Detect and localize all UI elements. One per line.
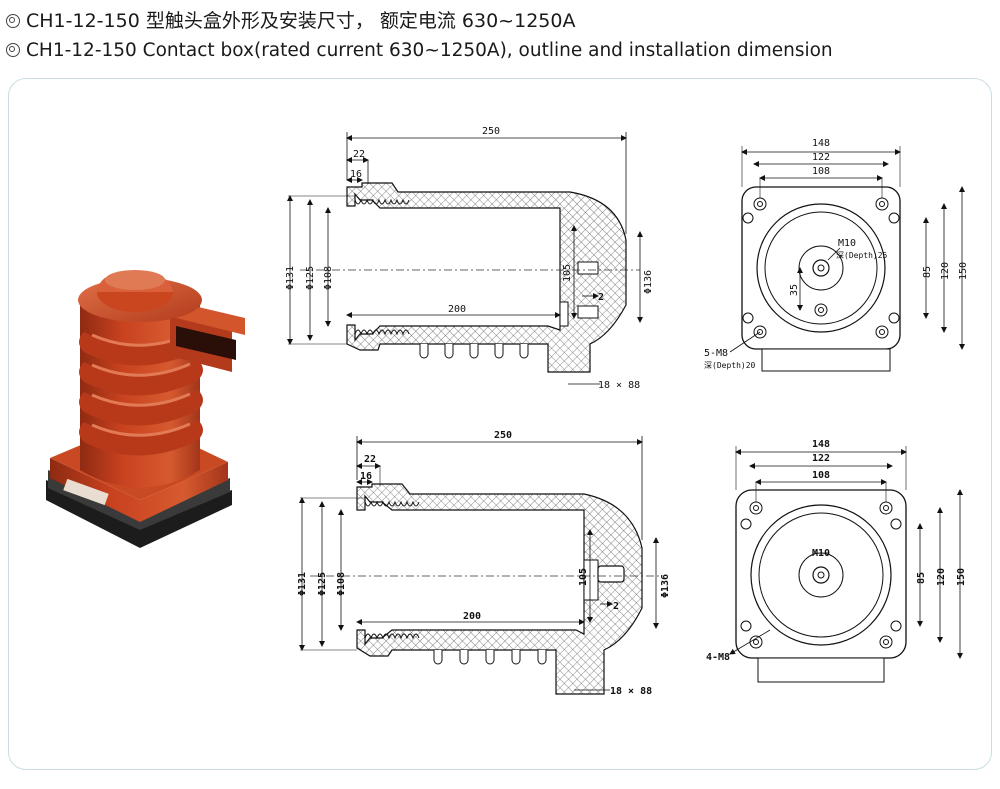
title-cn-text: CH1-12-150 型触头盒外形及安装尺寸， 额定电流 630~1250A [26, 10, 576, 32]
dim-phi125: Φ125 [305, 266, 316, 290]
dim-length-b: 250 [494, 430, 512, 441]
dim-w148: 148 [812, 138, 830, 149]
dim-slot-b: 18 × 88 [610, 686, 652, 697]
dim-slot: 18 × 88 [598, 380, 640, 391]
dim-gap-2-b: 2 [613, 601, 619, 612]
front-view-top: 148 122 108 M10 深(Depth)25 35 85 120 150… [704, 138, 969, 372]
dim-105: 105 [562, 264, 573, 282]
label-holes: 5-M8 [704, 348, 728, 359]
side-view-top: 250 22 16 Φ131 Φ125 Φ108 200 105 Φ136 2 … [285, 126, 654, 391]
dim-w108-b: 108 [812, 470, 830, 481]
page-title-cn: CH1-12-150 型触头盒外形及安装尺寸， 额定电流 630~1250A [6, 10, 575, 32]
front-view-bottom: 148 122 108 M10 85 120 150 4-M8 [706, 439, 967, 683]
label-holes-depth: 深(Depth)20 [704, 361, 756, 370]
side-view-bottom: 250 22 16 Φ131 Φ125 Φ108 200 105 Φ136 2 … [297, 430, 671, 697]
double-circle-bullet-icon [6, 14, 20, 28]
dim-h150-b: 150 [956, 568, 967, 586]
product-photo [46, 270, 245, 548]
label-m10-b: M10 [812, 548, 830, 559]
dim-200-b: 200 [463, 611, 481, 622]
dim-22: 22 [353, 149, 365, 160]
label-m10-depth: 深(Depth)25 [836, 251, 888, 260]
dim-w148-b: 148 [812, 439, 830, 450]
page-title-en: CH1-12-150 Contact box(rated current 630… [6, 40, 833, 62]
double-circle-bullet-icon [6, 43, 20, 57]
dim-16-b: 16 [360, 471, 372, 482]
dim-phi136: Φ136 [643, 270, 654, 294]
dim-phi136-b: Φ136 [660, 574, 671, 598]
dim-gap-2: 2 [598, 292, 604, 303]
dim-w122-b: 122 [812, 453, 830, 464]
dim-h120-b: 120 [936, 568, 947, 586]
dim-35: 35 [789, 284, 800, 296]
dim-phi108: Φ108 [323, 266, 334, 290]
dim-phi131: Φ131 [285, 266, 296, 290]
dim-h85-b: 85 [916, 572, 927, 584]
dim-phi108-b: Φ108 [336, 572, 347, 596]
title-en-text: CH1-12-150 Contact box(rated current 630… [26, 40, 833, 61]
dim-h150: 150 [958, 262, 969, 280]
dim-phi131-b: Φ131 [297, 572, 308, 596]
dim-105-b: 105 [578, 568, 589, 586]
dim-phi125-b: Φ125 [317, 572, 328, 596]
dim-h85: 85 [922, 266, 933, 278]
dim-h120: 120 [940, 262, 951, 280]
dim-200: 200 [448, 304, 466, 315]
dim-length: 250 [482, 126, 500, 137]
dim-22-b: 22 [364, 454, 376, 465]
dim-w108: 108 [812, 166, 830, 177]
label-m10: M10 [838, 238, 856, 249]
label-holes-b: 4-M8 [706, 652, 730, 663]
dim-w122: 122 [812, 152, 830, 163]
dim-16: 16 [350, 169, 362, 180]
